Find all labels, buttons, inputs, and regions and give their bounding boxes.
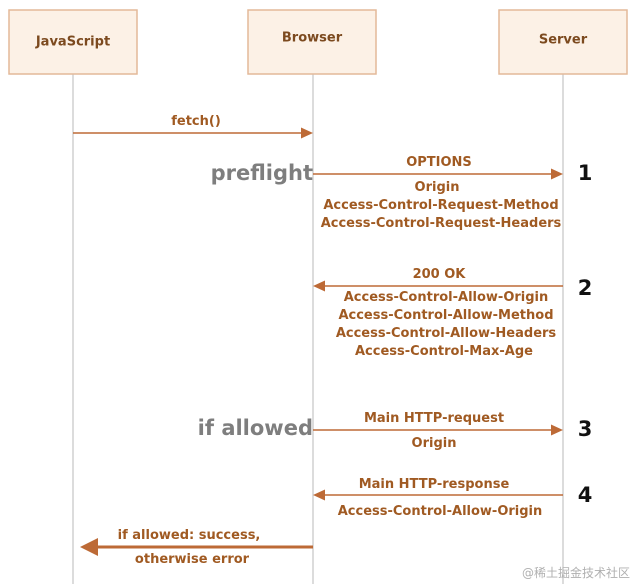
actor-browser-label: Browser [282, 31, 343, 46]
message-main-response: Main HTTP-response Access-Control-Allow-… [313, 477, 563, 519]
message-main-request: Main HTTP-request Origin [313, 411, 563, 451]
step-number-4: 4 [578, 483, 593, 507]
options-title: OPTIONS [406, 155, 472, 170]
fetch-label: fetch() [171, 114, 221, 129]
step-number-1: 1 [578, 161, 593, 185]
arrow-left-icon [313, 489, 325, 501]
watermark: @稀土掘金技术社区 [522, 565, 630, 580]
message-fetch: fetch() [73, 114, 313, 139]
ok-header-allow-headers: Access-Control-Allow-Headers [336, 326, 557, 341]
result-line-2: otherwise error [135, 552, 250, 567]
actor-server: Server [498, 9, 628, 75]
arrow-left-icon [313, 280, 325, 292]
ok-header-max-age: Access-Control-Max-Age [355, 344, 533, 359]
message-200-ok: 200 OK Access-Control-Allow-Origin Acces… [313, 267, 563, 359]
arrow-left-icon [80, 538, 98, 556]
arrow-right-icon [301, 127, 313, 139]
main-request-title: Main HTTP-request [364, 411, 504, 426]
result-line-1: if allowed: success, [118, 528, 261, 543]
actor-javascript: JavaScript [8, 9, 138, 75]
ok-header-allow-method: Access-Control-Allow-Method [338, 308, 553, 323]
arrow-right-icon [551, 424, 563, 436]
step-number-2: 2 [578, 276, 593, 300]
message-result: if allowed: success, otherwise error [80, 528, 313, 567]
options-header-request-headers: Access-Control-Request-Headers [321, 216, 562, 231]
step-number-3: 3 [578, 417, 593, 441]
actor-javascript-label: JavaScript [35, 35, 110, 50]
message-options: OPTIONS Origin Access-Control-Request-Me… [313, 155, 563, 231]
main-request-header-origin: Origin [412, 436, 457, 451]
preflight-label: preflight [211, 161, 313, 185]
actor-browser: Browser [247, 9, 377, 75]
options-header-origin: Origin [415, 180, 460, 195]
if-allowed-label: if allowed [198, 416, 313, 440]
main-response-header-allow-origin: Access-Control-Allow-Origin [338, 504, 543, 519]
arrow-right-icon [551, 168, 563, 180]
actor-server-label: Server [539, 33, 588, 48]
ok-title: 200 OK [413, 267, 467, 282]
ok-header-allow-origin: Access-Control-Allow-Origin [344, 290, 549, 305]
main-response-title: Main HTTP-response [359, 477, 510, 492]
options-header-request-method: Access-Control-Request-Method [323, 198, 558, 213]
